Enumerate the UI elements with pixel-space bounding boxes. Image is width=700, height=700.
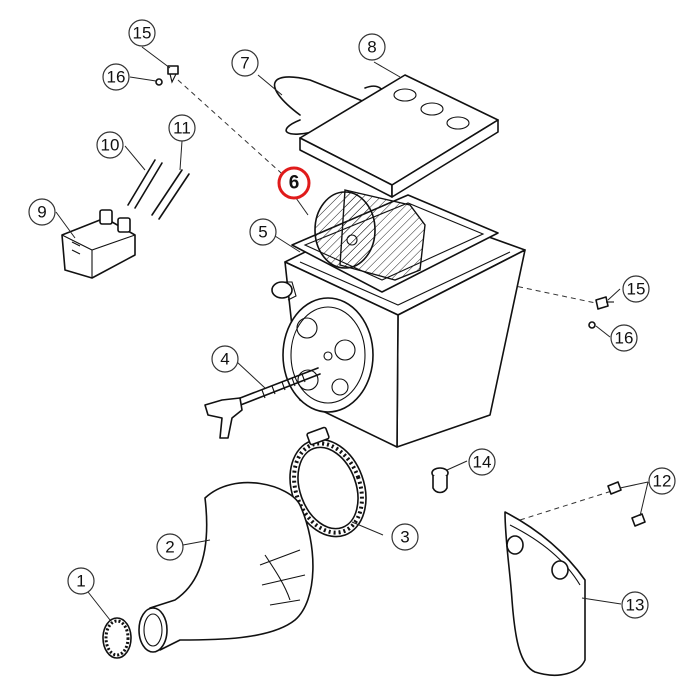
callout-8: 8 (358, 33, 386, 61)
callout-7: 7 (231, 49, 259, 77)
callout-10: 10 (96, 131, 124, 159)
callout-7-label: 7 (240, 54, 249, 73)
part-8-top-plate (299, 74, 499, 198)
callout-14-label: 14 (473, 453, 492, 472)
callout-4: 4 (211, 345, 239, 373)
part-4-wing-bolt (204, 367, 321, 439)
callout-13: 13 (621, 591, 649, 619)
callout-6-label: 6 (289, 173, 300, 194)
callout-5-label: 5 (258, 223, 267, 242)
callout-16-right: 16 (610, 324, 638, 352)
callout-8-label: 8 (367, 38, 376, 57)
callout-10-label: 10 (101, 136, 120, 155)
part-9-sensor (61, 209, 136, 279)
callout-1: 1 (67, 567, 95, 595)
callout-11-label: 11 (173, 119, 191, 138)
callout-16-upper-label: 16 (107, 68, 126, 87)
callout-14: 14 (468, 448, 496, 476)
callout-15-upper-label: 15 (133, 24, 152, 43)
part-1-small-clamp (102, 617, 132, 659)
part-6-air-filter (314, 189, 426, 281)
callout-15-right-label: 15 (627, 280, 646, 299)
callout-15-upper: 15 (128, 19, 156, 47)
callout-6-highlighted: 6 (277, 166, 311, 200)
callout-12: 12 (648, 467, 676, 495)
part-13-mud-flap (504, 511, 586, 676)
part-10-hose (127, 159, 163, 209)
part-12-screws (607, 481, 646, 527)
callout-2-label: 2 (165, 538, 174, 557)
callout-2: 2 (156, 533, 184, 561)
callout-5: 5 (249, 218, 277, 246)
callout-3-label: 3 (400, 528, 409, 547)
part-11-hose (151, 169, 190, 220)
part-15-screw-upper (167, 65, 179, 84)
callout-16-upper: 16 (102, 63, 130, 91)
part-15-screw-right (595, 296, 614, 310)
callout-13-label: 13 (626, 596, 645, 615)
part-2-intake-boot (138, 481, 314, 653)
callout-9-label: 9 (37, 203, 46, 222)
callout-16-right-label: 16 (615, 329, 634, 348)
part-16-washer-upper (155, 78, 163, 86)
callout-1-label: 1 (76, 572, 85, 591)
part-14-grommet (431, 467, 449, 494)
callout-12-label: 12 (653, 472, 672, 491)
callout-15-right: 15 (622, 275, 650, 303)
callout-4-label: 4 (220, 350, 229, 369)
leader-lines (55, 46, 649, 621)
callout-11: 11 (168, 114, 196, 142)
callout-9: 9 (28, 198, 56, 226)
part-16-washer-right (588, 321, 596, 329)
callout-3: 3 (391, 523, 419, 551)
